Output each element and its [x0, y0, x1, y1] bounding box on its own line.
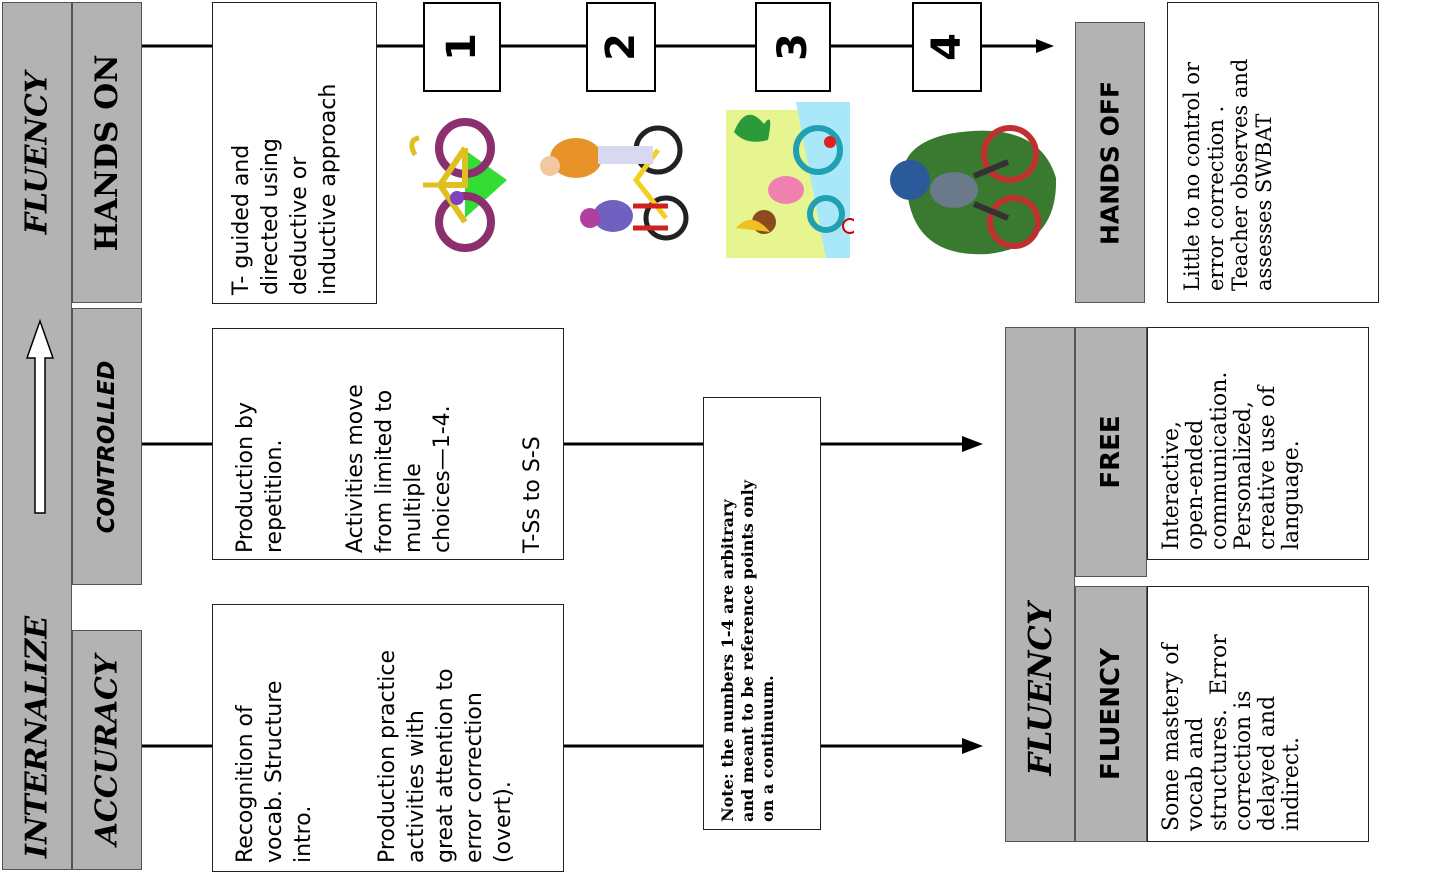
accuracy-text-1: Recognition of vocab. Structure intro.: [233, 680, 316, 863]
hands-off-text: Little to no control or error correction…: [1180, 58, 1276, 291]
accuracy-stage: ACCURACY: [72, 630, 142, 870]
hands-on-stage: HANDS ON: [72, 2, 142, 303]
controlled-description: Production by repetition. Activities mov…: [212, 328, 564, 560]
internalize-fluency-bar: INTERNALIZE FLUENCY: [2, 2, 72, 870]
controlled-text-3: T-Ss to S-S: [520, 436, 545, 553]
boy-riding-bicycle-icon: [890, 125, 1057, 255]
parent-child-bicycle-icon: [540, 125, 689, 241]
controlled-text-2: Activities move from limited to multiple…: [343, 384, 455, 553]
step-1-number: 1: [439, 33, 485, 61]
hands-on-description: T- guided and directed using deductive o…: [212, 2, 377, 304]
up-arrow-icon: [25, 318, 55, 514]
note-text: Note: the numbers 1-4 are arbitrary and …: [718, 479, 777, 822]
fluency-group-label: FLUENCY: [1021, 602, 1059, 776]
step-3-number: 3: [770, 33, 816, 61]
step-4-box: 4: [912, 2, 982, 92]
fluency-group-bar: FLUENCY: [1005, 327, 1075, 842]
fluency-outcome-label: FLUENCY: [1096, 648, 1126, 780]
controlled-stage: CONTROLLED: [72, 308, 142, 585]
note-box: Note: the numbers 1-4 are arbitrary and …: [703, 397, 821, 830]
fluency-outcome-description: Some mastery of vocab and structures. Er…: [1147, 586, 1369, 842]
step-4-number: 4: [924, 33, 970, 61]
child-training-wheels-icon: [726, 102, 854, 258]
fluency-outcome-bar: FLUENCY: [1075, 586, 1147, 842]
accuracy-text-2: Production practice activities with grea…: [375, 650, 516, 863]
free-outcome-description: Interactive, open-ended communication. P…: [1147, 327, 1369, 560]
step-2-number: 2: [598, 33, 644, 61]
free-outcome-bar: FREE: [1075, 327, 1147, 577]
hands-off-bar: HANDS OFF: [1075, 22, 1145, 303]
free-outcome-text: Interactive, open-ended communication. P…: [1159, 371, 1304, 550]
step-2-box: 2: [586, 2, 656, 92]
hands-on-text: T- guided and directed using deductive o…: [229, 83, 341, 295]
hands-off-label: HANDS OFF: [1095, 80, 1125, 245]
controlled-text-1: Production by repetition.: [233, 401, 287, 553]
fluency-outcome-text: Some mastery of vocab and structures. Er…: [1159, 634, 1304, 831]
accuracy-description: Recognition of vocab. Structure intro. P…: [212, 604, 564, 872]
free-outcome-label: FREE: [1096, 415, 1126, 489]
step-1-box: 1: [423, 2, 501, 92]
step-3-box: 3: [755, 2, 831, 92]
hands-off-description: Little to no control or error correction…: [1167, 2, 1379, 303]
bicycle-icon: [409, 118, 507, 252]
